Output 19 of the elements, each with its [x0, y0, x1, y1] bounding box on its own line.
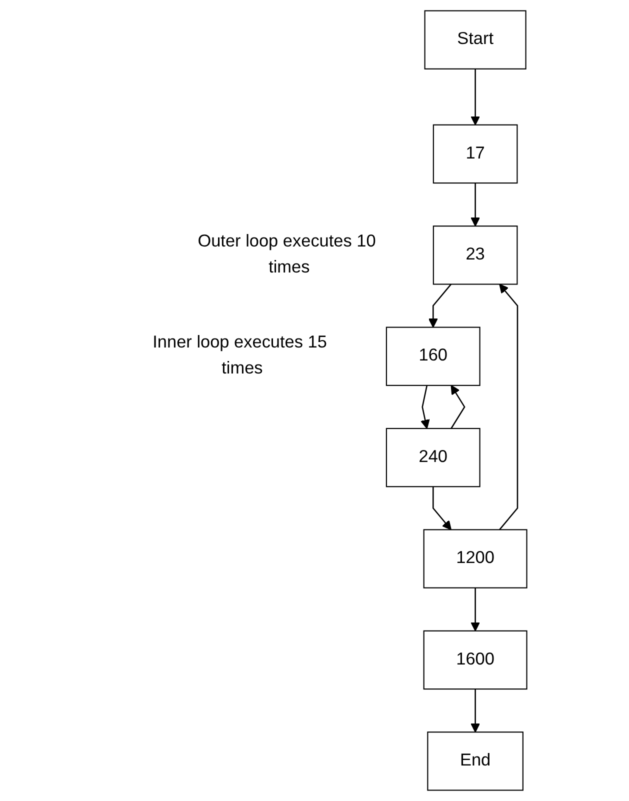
node-box: End: [427, 732, 524, 791]
arrow: [428, 284, 452, 328]
arrow: [470, 183, 480, 227]
node-label: Outer loop executes 10 times: [198, 232, 376, 277]
arrow: [432, 486, 452, 530]
node-box: 23: [432, 226, 518, 285]
arrow: [470, 588, 480, 632]
arrow: [499, 284, 518, 530]
node-box: 240: [386, 428, 480, 488]
node-label: Inner loop executes 15 times: [152, 334, 327, 378]
node-box: 1600: [423, 630, 528, 690]
node-box: Start: [424, 10, 526, 70]
arrow: [470, 68, 480, 126]
arrow: [420, 385, 430, 429]
node-box: 17: [432, 124, 518, 184]
node-box: 1200: [423, 529, 528, 588]
node-box: 160: [386, 326, 480, 386]
arrow: [450, 385, 466, 429]
arrow: [470, 689, 480, 733]
